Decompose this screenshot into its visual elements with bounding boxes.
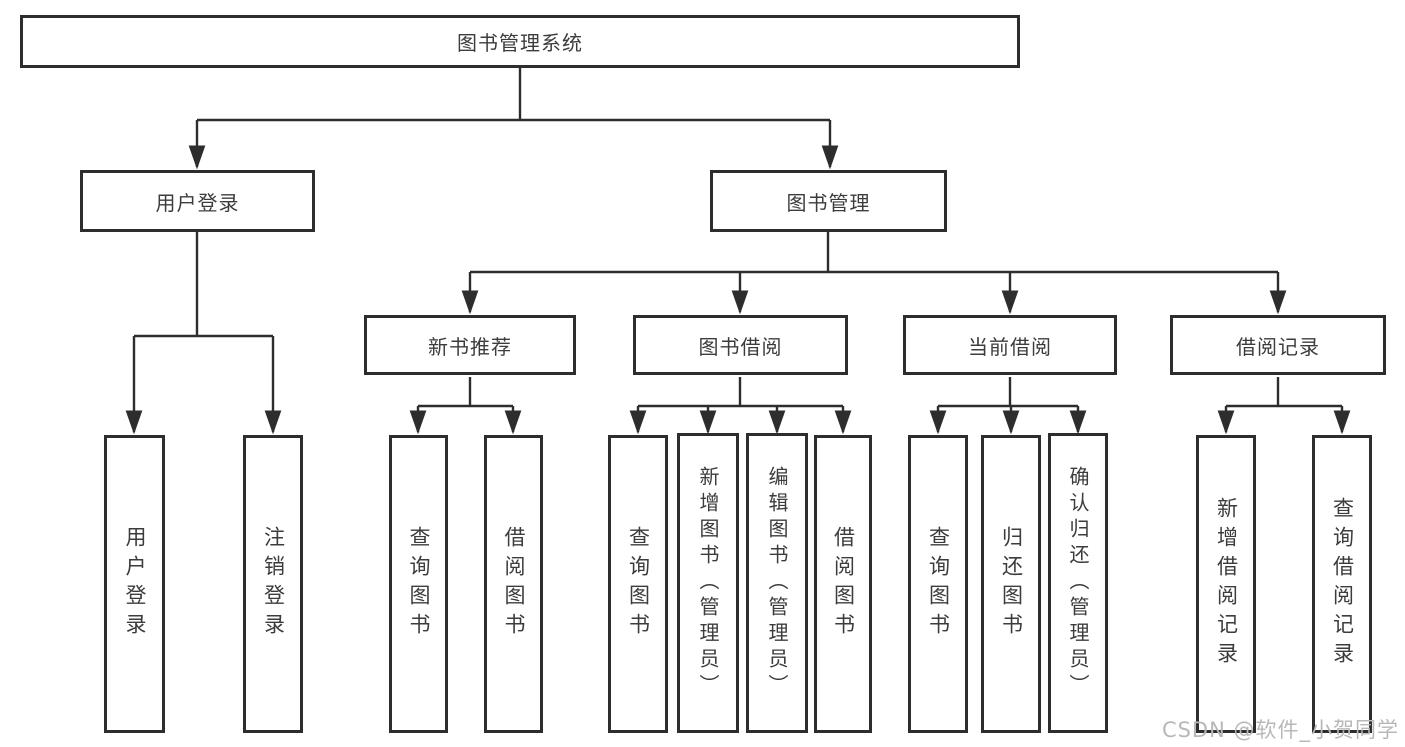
node-new-book-recommend: 新书推荐	[364, 315, 576, 375]
node-label: 用户登录	[155, 190, 240, 215]
node-label: 图书管理系统	[457, 31, 583, 55]
leaf-logout: 注销登录	[243, 435, 303, 733]
leaf-label: 用户登录	[123, 526, 148, 642]
node-label: 借阅记录	[1236, 334, 1320, 359]
node-book-borrowing: 图书借阅	[633, 315, 848, 375]
leaf-label: 编辑图书（管理员）	[765, 466, 789, 700]
leaf-user-login: 用户登录	[104, 435, 165, 733]
node-label: 当前借阅	[968, 334, 1052, 359]
leaf-label: 查询借阅记录	[1330, 497, 1355, 671]
leaf-label: 确认归还（管理员）	[1066, 466, 1090, 700]
node-label: 图书借阅	[698, 334, 783, 359]
node-library-management-system: 图书管理系统	[20, 15, 1020, 68]
leaf-confirm-return-admin: 确认归还（管理员）	[1048, 433, 1108, 733]
leaf-query-borrow-record: 查询借阅记录	[1312, 435, 1372, 733]
leaf-label: 借阅图书	[502, 526, 527, 642]
leaf-borrow-books: 借阅图书	[814, 435, 872, 733]
leaf-edit-books-admin: 编辑图书（管理员）	[746, 433, 808, 733]
node-label: 新书推荐	[428, 334, 512, 359]
node-current-borrowing: 当前借阅	[903, 315, 1117, 375]
leaf-label: 新增借阅记录	[1214, 497, 1239, 671]
node-book-management: 图书管理	[710, 170, 947, 232]
leaf-add-books-admin: 新增图书（管理员）	[677, 433, 739, 733]
watermark-text: CSDN @软件_小贺同学	[1161, 718, 1399, 742]
node-borrowing-records: 借阅记录	[1170, 315, 1386, 375]
leaf-label: 注销登录	[261, 526, 286, 642]
leaf-label: 查询图书	[926, 526, 951, 642]
leaf-label: 归还图书	[999, 526, 1024, 642]
leaf-label: 借阅图书	[831, 526, 856, 642]
leaf-return-books: 归还图书	[981, 435, 1041, 733]
leaf-query-books-recommend: 查询图书	[389, 435, 448, 733]
leaf-label: 查询图书	[626, 526, 651, 642]
leaf-label: 查询图书	[407, 526, 432, 642]
leaf-query-books-current: 查询图书	[908, 435, 968, 733]
leaf-label: 新增图书（管理员）	[696, 466, 720, 700]
leaf-query-books-borrowing: 查询图书	[608, 435, 668, 733]
node-label: 图书管理	[786, 190, 871, 215]
leaf-borrow-books-recommend: 借阅图书	[484, 435, 543, 733]
leaf-add-borrow-record: 新增借阅记录	[1196, 435, 1256, 733]
node-user-login: 用户登录	[80, 170, 315, 232]
